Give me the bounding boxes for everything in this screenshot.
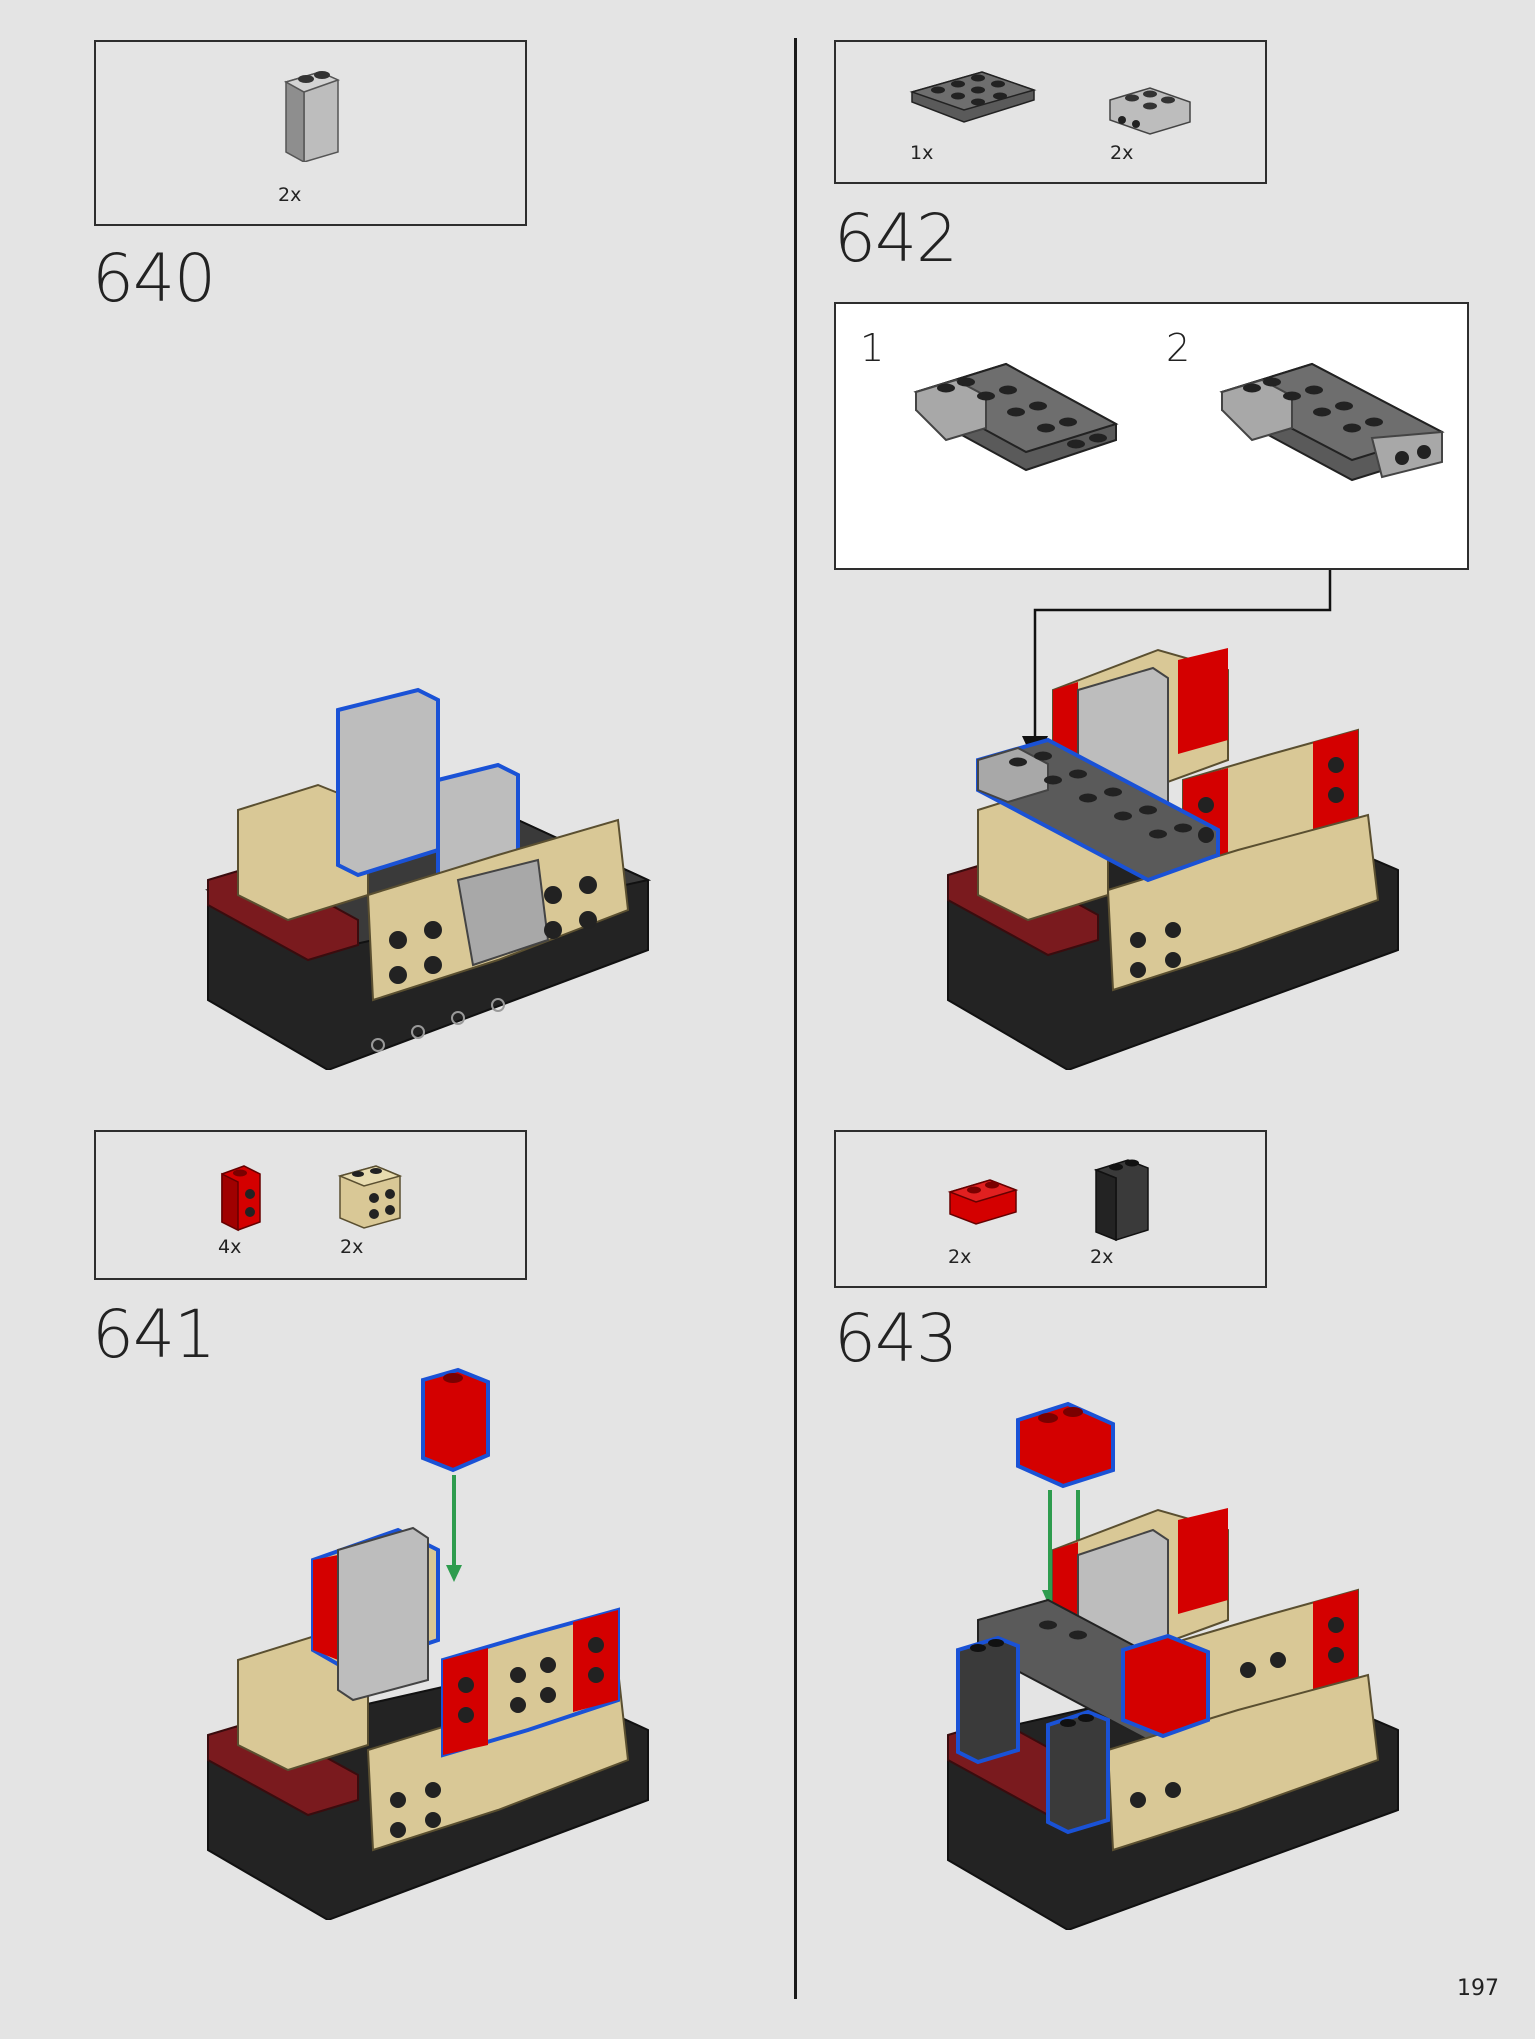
step-640-model [205, 687, 652, 1070]
tan-brick-2x2-side-studs-icon [337, 1165, 403, 1229]
step-641-model [207, 1367, 649, 1920]
step-643-parts-callout: 2x 2x [834, 1130, 1267, 1288]
subassembly-step-1-model [913, 362, 1119, 472]
subassembly-step-2-model [1219, 362, 1445, 482]
black-panel-icon [1093, 1159, 1149, 1242]
subassembly-step-1: 1 [860, 326, 885, 370]
page-number: 197 [1457, 1976, 1499, 2001]
step-number-641: 641 [92, 1296, 216, 1373]
grey-bracket-icon [1109, 87, 1191, 135]
step-number-640: 640 [92, 240, 216, 317]
part-qty: 2x [1110, 142, 1134, 164]
step-number-642: 642 [834, 200, 958, 277]
part-qty: 2x [1090, 1246, 1114, 1268]
part-qty: 2x [340, 1236, 364, 1258]
step-642-subassembly: 1 2 [834, 302, 1469, 570]
grey-panel-1x2x3-icon [284, 71, 341, 162]
step-640-parts-callout: 2x [94, 40, 527, 226]
column-divider [794, 38, 797, 1999]
step-642-model [947, 648, 1399, 1070]
part-qty: 1x [910, 142, 934, 164]
red-brick-1x2-icon [947, 1179, 1019, 1225]
step-643-model [947, 1401, 1399, 1930]
red-brick-1x1-side-studs-icon [221, 1165, 261, 1232]
part-qty: 2x [278, 184, 302, 206]
step-641-parts-callout: 4x 2x [94, 1130, 527, 1280]
part-qty: 4x [218, 1236, 242, 1258]
dark-grey-plate-2x4-icon [909, 71, 1037, 123]
step-number-643: 643 [834, 1300, 958, 1377]
part-qty: 2x [948, 1246, 972, 1268]
subassembly-step-2: 2 [1166, 326, 1191, 370]
step-642-parts-callout: 1x 2x [834, 40, 1267, 184]
